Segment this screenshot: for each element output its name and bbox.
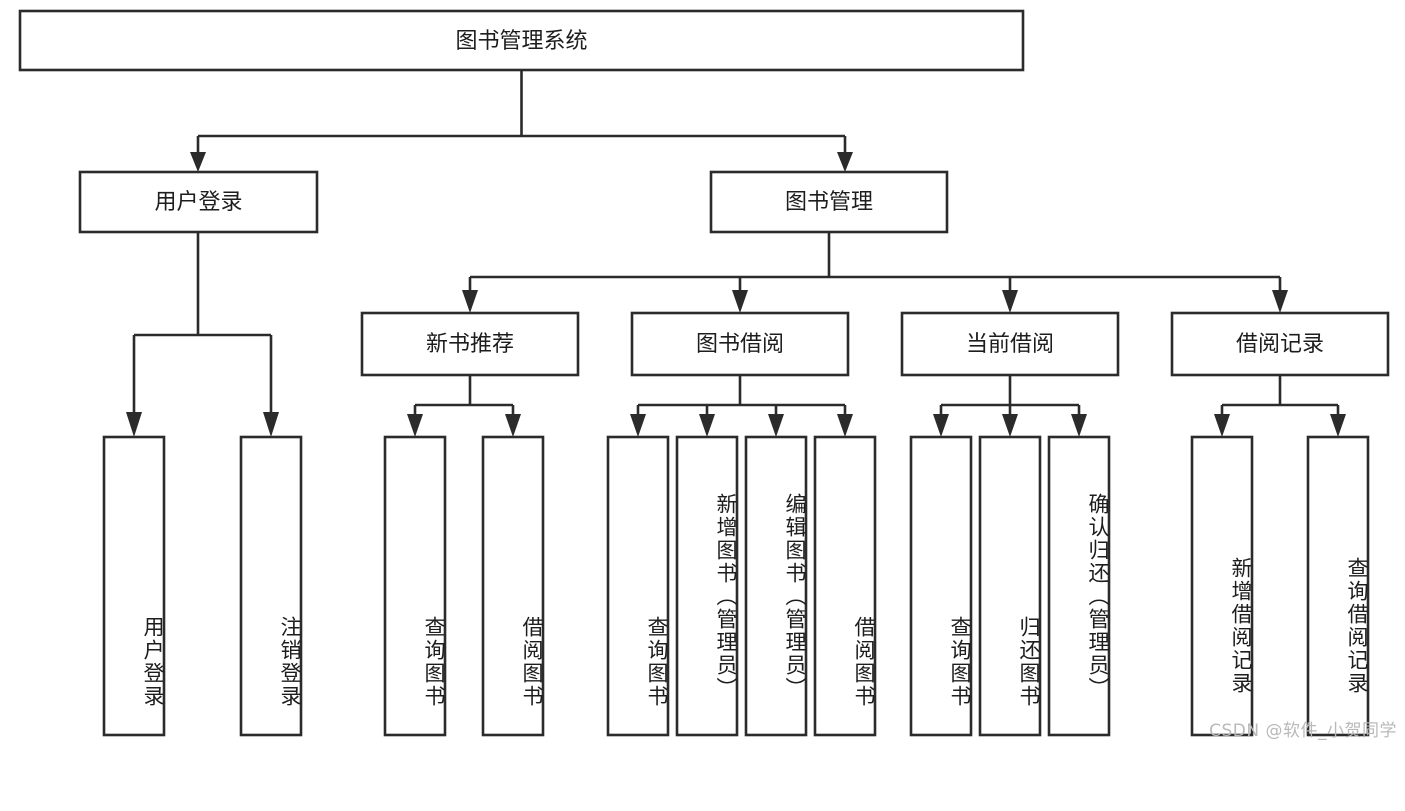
leaf-box-borrow-2[interactable]	[744, 435, 808, 737]
node-root-box[interactable]	[18, 9, 1025, 72]
node-user-login-box[interactable]	[78, 170, 319, 234]
leaf-box-record-0[interactable]	[1190, 435, 1254, 737]
leaf-box-recommend-0[interactable]	[383, 435, 447, 737]
node-root-label: 图书管理系统	[455, 29, 587, 54]
leaf-box-current-0[interactable]	[909, 435, 973, 737]
arrow-to-leaf-borrow-1	[699, 414, 715, 437]
diagram-svg: 图书管理系统 用户登录 图书管理 新书推荐 图书借阅 当前借阅 借阅记录	[18, 9, 1390, 737]
arrow-to-new-book-recommend	[462, 290, 478, 313]
arrow-to-leaf-record-0	[1214, 414, 1230, 437]
arrow-to-leaf-user-login-1	[263, 412, 279, 437]
arrow-to-leaf-borrow-2	[768, 414, 784, 437]
arrow-to-leaf-user-login-0	[126, 412, 142, 437]
leaf-box-current-1[interactable]	[978, 435, 1042, 737]
leaf-box-recommend-1[interactable]	[481, 435, 545, 737]
arrow-to-leaf-current-0	[933, 414, 949, 437]
node-new-book-recommend-label: 新书推荐	[426, 332, 514, 357]
connector-current-borrow-bus	[939, 375, 1081, 420]
diagram-canvas: 图书管理系统 用户登录 图书管理 新书推荐 图书借阅 当前借阅 借阅记录 用户登…	[18, 9, 1397, 741]
arrow-to-leaf-recommend-1	[505, 414, 521, 437]
arrow-to-current-borrow	[1002, 290, 1018, 313]
leaf-box-borrow-1[interactable]	[675, 435, 739, 737]
arrow-to-leaf-recommend-0	[407, 414, 423, 437]
connector-new-book-recommend-bus	[413, 375, 515, 420]
connector-user-login-bus	[132, 232, 273, 418]
arrow-to-book-borrow	[732, 290, 748, 313]
node-new-book-recommend-box[interactable]	[360, 311, 580, 377]
arrow-to-leaf-record-1	[1330, 414, 1346, 437]
node-user-login-label: 用户登录	[154, 190, 242, 215]
node-book-borrow-label: 图书借阅	[696, 332, 784, 357]
arrow-to-book-manage	[837, 152, 853, 172]
arrow-to-leaf-borrow-3	[837, 414, 853, 437]
arrow-to-leaf-current-1	[1002, 414, 1018, 437]
connector-book-manage-bus	[468, 232, 1282, 294]
connector-book-borrow-bus	[636, 375, 847, 420]
leaf-box-user-login-1[interactable]	[239, 435, 303, 737]
leaf-box-record-1[interactable]	[1306, 435, 1370, 737]
connector-borrow-record-bus	[1220, 375, 1340, 420]
node-current-borrow-label: 当前借阅	[966, 332, 1054, 357]
arrow-to-borrow-record	[1272, 290, 1288, 313]
node-book-manage-label: 图书管理	[785, 190, 873, 215]
watermark-text: CSDN @软件_小贺同学	[1209, 721, 1397, 741]
node-borrow-record-label: 借阅记录	[1236, 332, 1324, 357]
leaf-box-user-login-0[interactable]	[102, 435, 166, 737]
leaf-box-borrow-0[interactable]	[606, 435, 670, 737]
arrow-to-leaf-current-2	[1071, 414, 1087, 437]
connector-root-bus	[196, 70, 847, 155]
leaf-box-borrow-3[interactable]	[813, 435, 877, 737]
leaf-box-current-2[interactable]	[1047, 435, 1111, 737]
arrow-to-user-login	[190, 152, 206, 172]
node-current-borrow-box[interactable]	[900, 311, 1120, 377]
arrow-to-leaf-borrow-0	[630, 414, 646, 437]
